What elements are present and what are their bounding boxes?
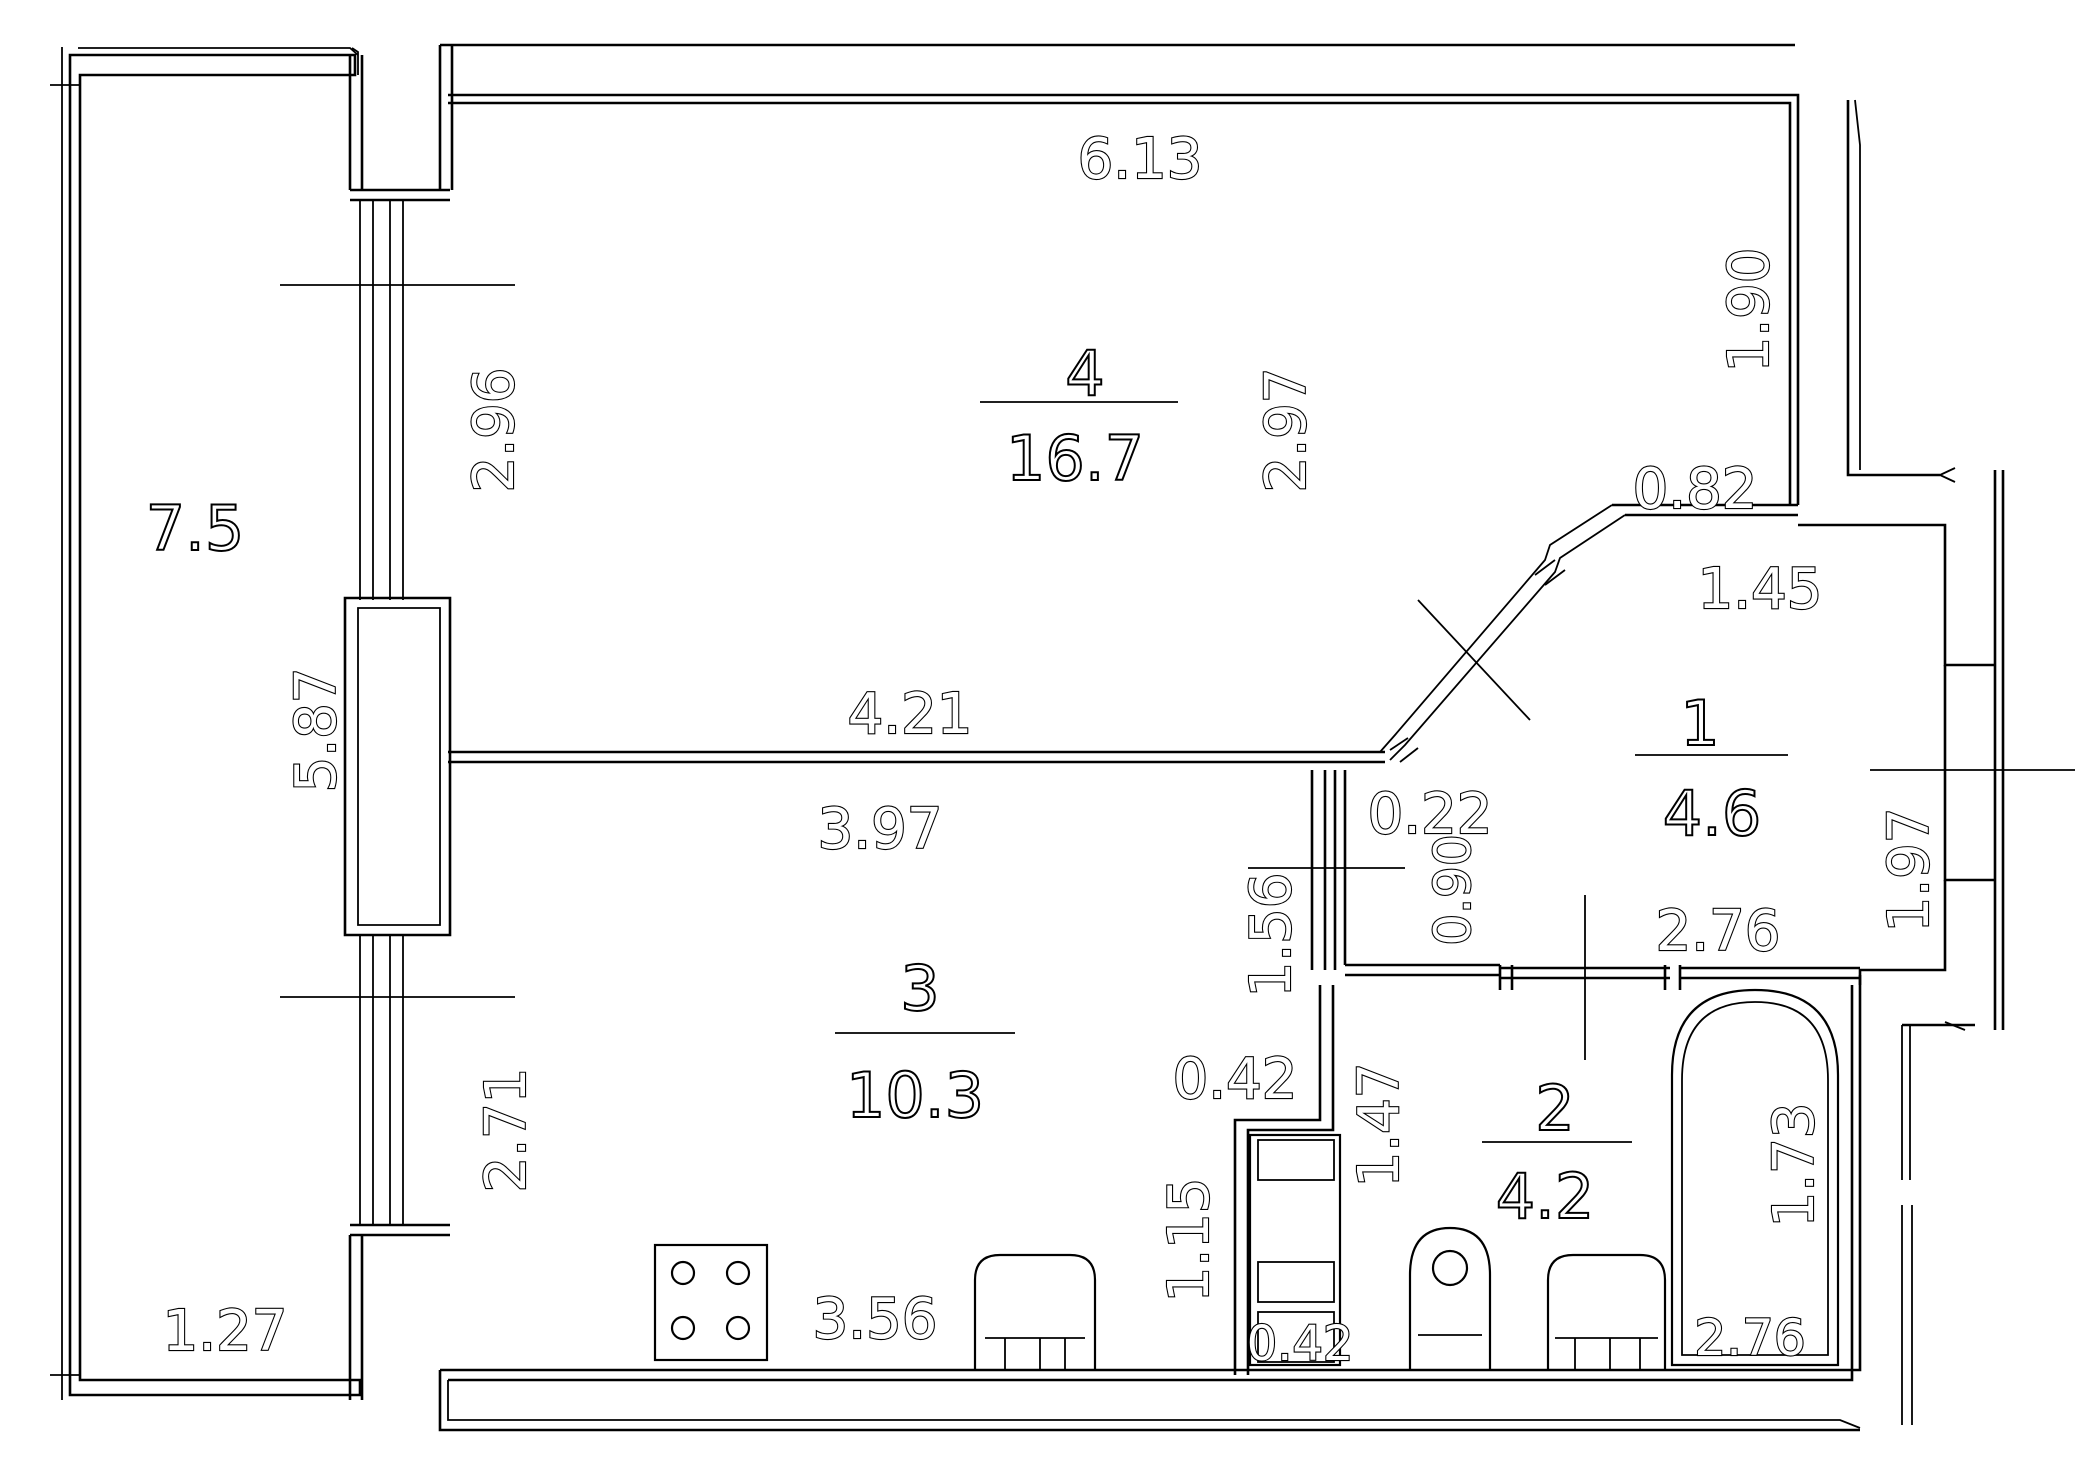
dim-room4-right-upper: 1.90 <box>1717 248 1782 373</box>
dim-duct-width: 0.42 <box>1247 1316 1354 1372</box>
dim-room4-notch: 0.82 <box>1633 457 1758 522</box>
dim-hall-right: 1.97 <box>1877 808 1942 933</box>
dim-top-width: 6.13 <box>1078 127 1203 192</box>
dim-niche-height: 0.90 <box>1424 834 1482 945</box>
dim-hall-bottom: 2.76 <box>1656 899 1781 964</box>
dim-room3-bottom: 3.56 <box>813 1287 938 1352</box>
balcony-door-frame <box>280 55 515 1400</box>
room-4-area: 16.7 <box>1006 422 1144 495</box>
dim-niche-width: 0.22 <box>1368 782 1493 847</box>
room-2-label: 2 4.2 <box>1482 1071 1632 1234</box>
dim-hall-top: 1.45 <box>1698 557 1823 622</box>
dim-room4-bottom: 4.21 <box>848 682 973 747</box>
stove-icon <box>653 1243 769 1362</box>
room-4-label: 4 16.7 <box>980 336 1178 496</box>
room-2-number: 2 <box>1535 1072 1574 1145</box>
room-3-walls <box>438 770 1862 1432</box>
balcony-area: 7.5 <box>146 492 245 565</box>
dim-bath-bottom: 2.76 <box>1694 1309 1805 1367</box>
dim-room4-height: 2.97 <box>1254 368 1319 493</box>
dim-room3-window-height: 2.71 <box>474 1068 539 1193</box>
room-1-area: 4.6 <box>1663 777 1762 850</box>
entrance-walls <box>1798 99 2075 1425</box>
kitchen-sink-icon <box>973 1253 1097 1370</box>
dim-bath-right: 1.73 <box>1762 1103 1827 1228</box>
room-2-area: 4.2 <box>1496 1160 1595 1233</box>
dim-room3-step: 0.42 <box>1173 1047 1298 1112</box>
toilet-icon <box>1408 1226 1492 1370</box>
room-4-walls <box>438 43 1800 764</box>
ventilation-duct-icon <box>1248 1133 1342 1367</box>
dim-room3-top: 3.97 <box>818 797 943 862</box>
dim-room3-right-upper: 1.56 <box>1239 873 1304 998</box>
dim-balcony-width: 1.27 <box>163 1299 288 1364</box>
room-3-number: 3 <box>900 952 939 1025</box>
room-4-number: 4 <box>1065 337 1104 410</box>
room-3-area: 10.3 <box>846 1059 984 1132</box>
dim-balcony-length: 5.87 <box>284 668 349 793</box>
room-1-number: 1 <box>1680 687 1719 760</box>
dim-bath-left: 1.47 <box>1347 1063 1412 1188</box>
bathtub-icon <box>1670 988 1840 1367</box>
room-3-label: 3 10.3 <box>835 951 1015 1133</box>
washbasin-icon <box>1546 1253 1667 1370</box>
room-1-label: 1 4.6 <box>1635 686 1788 851</box>
balcony <box>50 47 362 1400</box>
dim-room3-right-lower: 1.15 <box>1157 1178 1222 1303</box>
dim-room4-window-height: 2.96 <box>462 368 527 493</box>
